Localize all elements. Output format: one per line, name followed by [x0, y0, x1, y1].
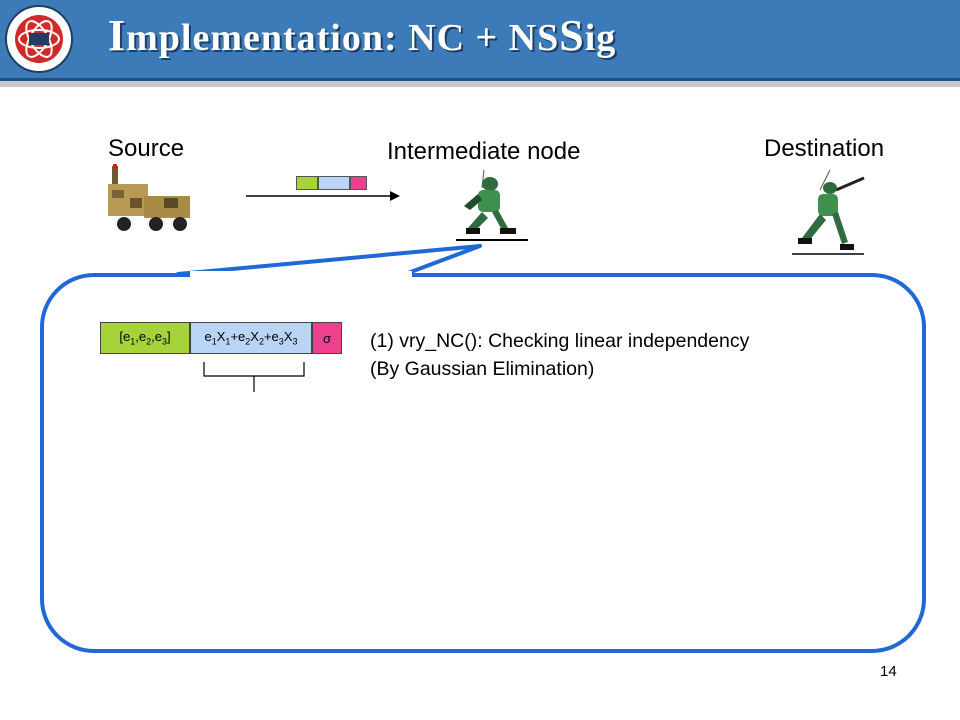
kneeling-soldier-icon: [456, 169, 528, 241]
combined-payload-cell: e1X1+e2X2+e3X3: [190, 322, 312, 354]
packet-coefficient-cell: [296, 176, 318, 190]
note-line-1: (1) vry_NC(): Checking linear independen…: [370, 330, 750, 352]
signature-cell: σ: [312, 322, 342, 354]
page-title: Implementation: NC + NSSig: [108, 11, 617, 60]
verification-note: (1) vry_NC(): Checking linear independen…: [370, 327, 749, 383]
packet-payload-cell: [318, 176, 350, 190]
note-line-2: (By Gaussian Elimination): [370, 358, 595, 380]
running-soldier-icon: [792, 169, 865, 255]
packet-signature-cell: [350, 176, 367, 190]
title-bar-shadow: [0, 81, 960, 87]
source-label: Source: [108, 135, 185, 162]
arrow-icon: [246, 191, 400, 201]
military-vehicle-icon: [108, 164, 190, 231]
brace-icon: [203, 362, 305, 392]
callout-joint: [190, 271, 412, 279]
ita-logo-icon: [5, 5, 73, 73]
page-number: 14: [880, 663, 897, 680]
callout-bubble: [40, 273, 926, 653]
coefficient-vector-cell: [e1,e2,e3]: [100, 322, 190, 354]
intermediate-node-label: Intermediate node: [387, 138, 581, 165]
title-bar: Implementation: NC + NSSig: [0, 0, 960, 81]
destination-label: Destination: [764, 135, 885, 162]
